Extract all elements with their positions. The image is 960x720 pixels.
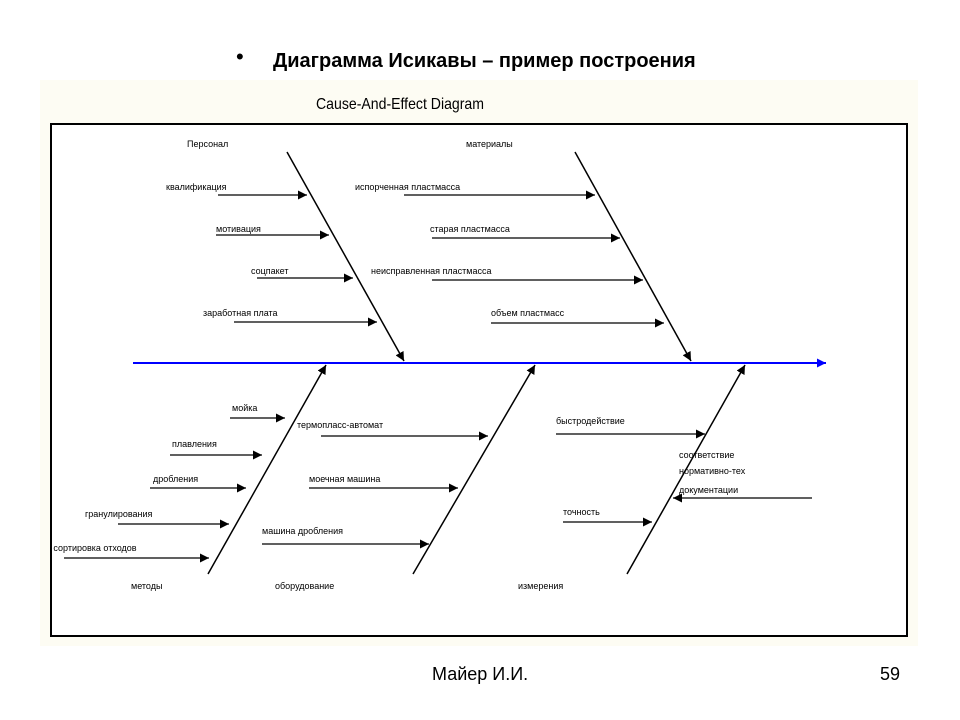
cause-label: неисправленная пластмасса [371,266,492,276]
label-clip [0,540,40,560]
cause-label: плавления [172,439,217,449]
cause-label: соответствие [679,450,734,460]
cause-label: термопласс-автомат [297,420,383,430]
bone-personnel [286,151,405,362]
cause-label: документации [679,485,738,495]
cause-label: машина дробления [262,526,343,536]
cause-label: мотивация [216,224,261,234]
bone-measurements [626,364,746,575]
cause-label: испорченная пластмасса [355,182,460,192]
cause-label: гранулирования [85,509,153,519]
cause-label: быстродействие [556,416,625,426]
cause-label: моечная машина [309,474,380,484]
cause-label: мойка [232,403,257,413]
cause-label: квалификация [166,182,227,192]
bone-materials [574,151,692,362]
category-label-measurements: измерения [518,581,563,591]
diagram-title: Cause-And-Effect Diagram [316,96,484,113]
diagram-frame [50,123,908,637]
bone-methods [207,364,327,575]
cause-label: сортировка отходов [53,543,136,553]
category-label-materials: материалы [466,139,513,149]
slide-title: Диаграмма Исикавы – пример построения [273,50,696,72]
category-label-equipment: оборудование [275,581,334,591]
cause-label: старая пластмасса [430,224,510,234]
category-label-personnel: Персонал [187,139,228,149]
title-bullet: • [236,44,244,69]
page-number: 59 [880,664,901,684]
footer-author: Майер И.И. [432,664,529,684]
cause-label: дробления [153,474,198,484]
bone-equipment [412,364,536,575]
category-label-methods: методы [131,581,162,591]
cause-label: объем пластмасс [491,308,565,318]
cause-label: нормативно-тех [679,466,746,476]
cause-label: соцпакет [251,266,289,276]
cause-label: заработная плата [203,308,278,318]
cause-label: точность [563,507,600,517]
